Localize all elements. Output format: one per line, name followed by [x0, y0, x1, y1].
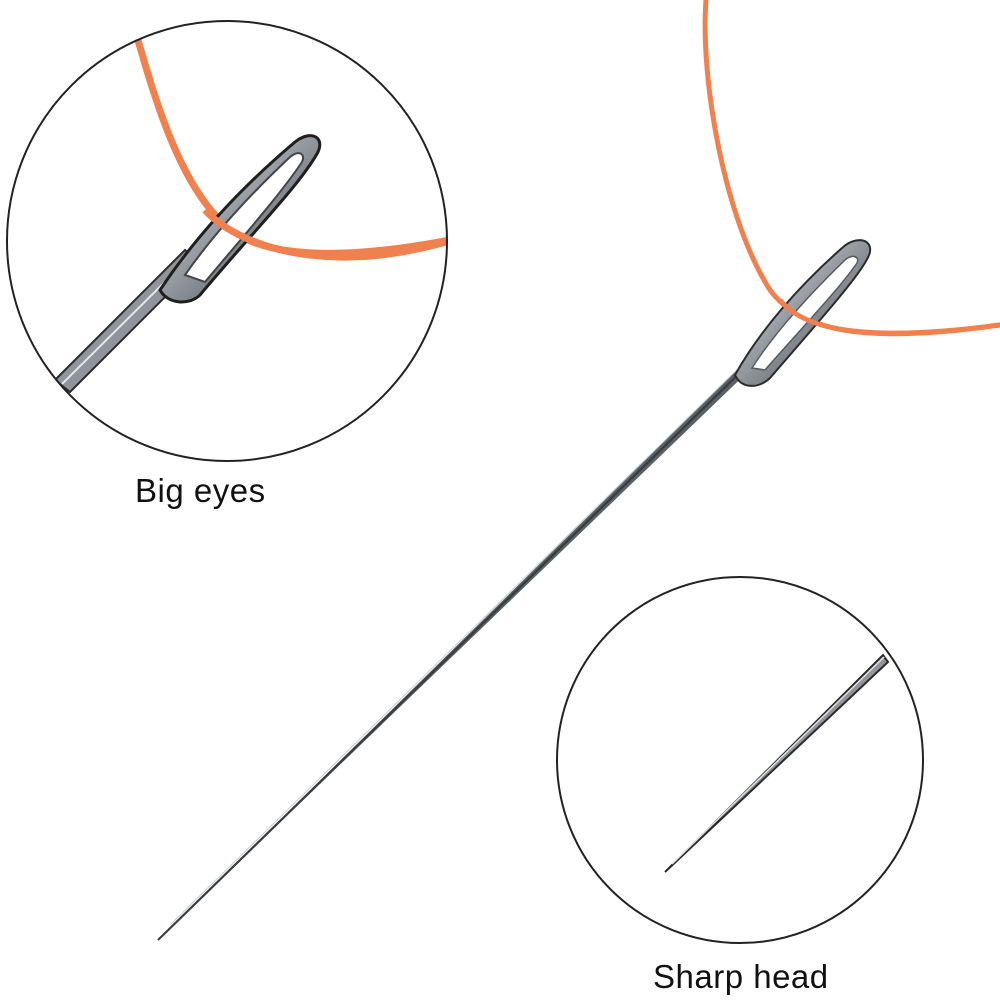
tip-detail-inset: [556, 576, 924, 944]
eye-detail-inset: [6, 20, 448, 462]
big-eyes-caption: Big eyes: [135, 472, 266, 509]
main-needle: [157, 0, 1000, 941]
eye-detail-circle-outline: [6, 20, 448, 462]
tip-detail-circle-outline: [556, 576, 924, 944]
main-thread: [702, 0, 1000, 337]
sharp-head-caption: Sharp head: [653, 958, 829, 995]
